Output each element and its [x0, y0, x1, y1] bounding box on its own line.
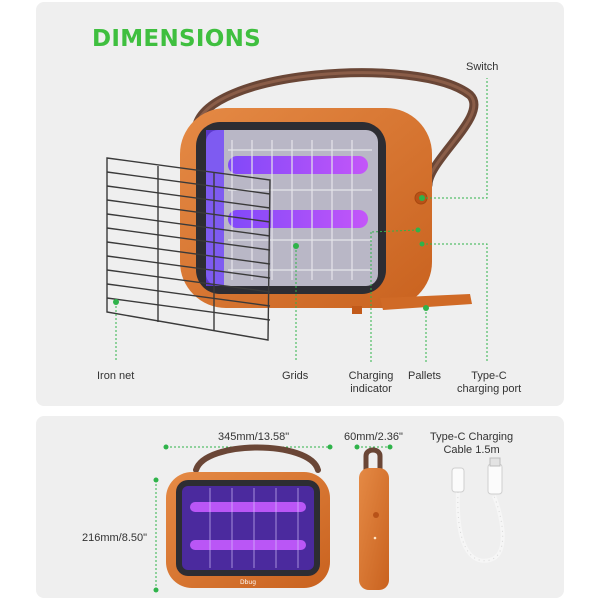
- height-label: 216mm/8.50": [82, 532, 148, 544]
- width-label: 345mm/13.58": [218, 431, 290, 443]
- grids-label: Grids: [282, 370, 309, 382]
- front-handle: [193, 444, 321, 473]
- type-c-leader: [422, 243, 488, 362]
- cable-label: Type-C Charging Cable 1.5m: [430, 431, 514, 456]
- usb-a-connector: [487, 463, 503, 495]
- switch-leader: [422, 78, 488, 199]
- side-switch-button: [373, 512, 379, 518]
- uv-tube-top: [228, 156, 368, 174]
- side-device-body: [359, 468, 389, 590]
- depth-label: 60mm/2.36": [344, 431, 403, 443]
- pallets-label: Pallets: [408, 370, 442, 382]
- switch-label: Switch: [466, 61, 499, 73]
- usb-c-connector: [451, 467, 465, 493]
- pallet-tray: [380, 294, 472, 310]
- type-c-cable: [455, 491, 505, 563]
- front-device-chamber: [182, 486, 314, 570]
- iron-net: [106, 157, 271, 341]
- type-c-port-label: Type-C charging port: [457, 370, 522, 395]
- side-handle: [363, 447, 383, 470]
- brand-logo: Dbug: [240, 579, 256, 586]
- uv-tube-bottom: [228, 210, 368, 228]
- iron-net-label: Iron net: [97, 370, 135, 382]
- charging-indicator-label: Charging indicator: [348, 370, 394, 395]
- inner-grid: [228, 140, 372, 280]
- section-heading: DIMENSIONS: [92, 26, 261, 52]
